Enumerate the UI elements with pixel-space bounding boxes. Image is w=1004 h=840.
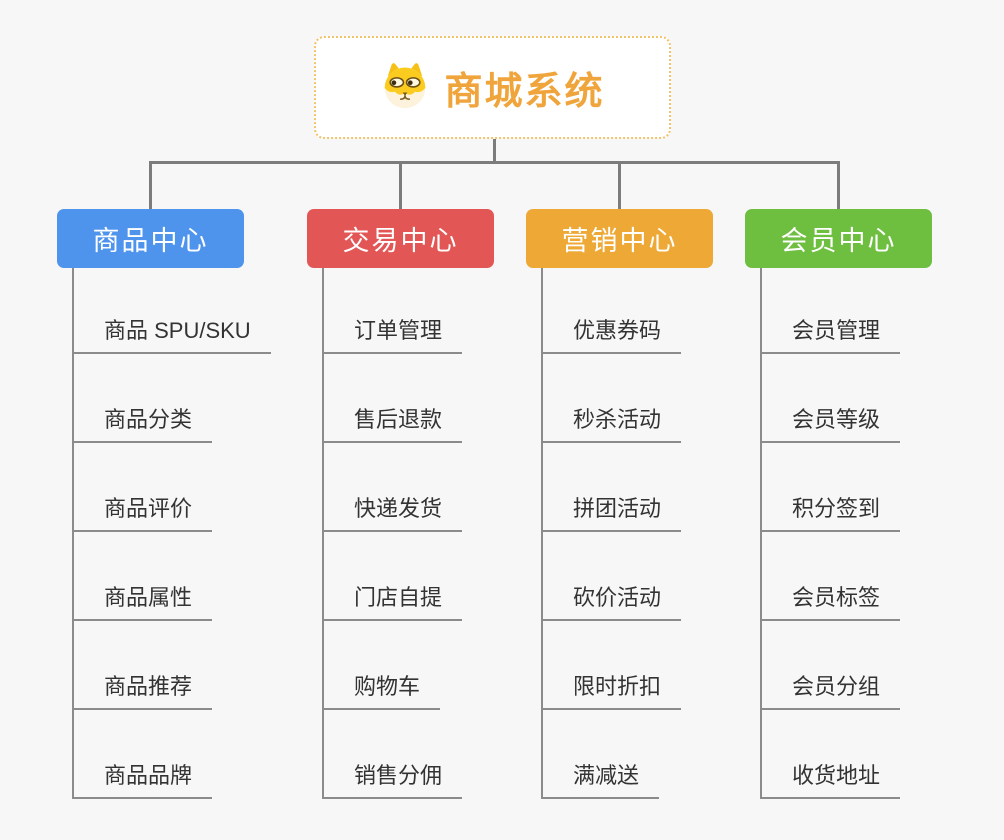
mindmap-item[interactable]: 优惠券码 [543, 268, 682, 354]
mindmap-item[interactable]: 积分签到 [762, 443, 901, 532]
branch-items: 优惠券码秒杀活动拼团活动砍价活动限时折扣满减送 [541, 268, 682, 799]
branch-items: 订单管理售后退款快递发货门店自提购物车销售分佣 [322, 268, 463, 799]
item-label: 满减送 [543, 758, 660, 799]
mindmap-item[interactable]: 门店自提 [324, 532, 463, 621]
item-label: 会员分组 [762, 669, 901, 710]
mindmap-item[interactable]: 拼团活动 [543, 443, 682, 532]
item-label: 会员等级 [762, 402, 901, 443]
mindmap-item[interactable]: 商品推荐 [74, 621, 271, 710]
mindmap-item[interactable]: 商品分类 [74, 354, 271, 443]
item-label: 门店自提 [324, 580, 463, 621]
branch-items: 商品 SPU/SKU 商品分类商品评价商品属性商品推荐商品品牌 [72, 268, 271, 799]
branch-1: 商品中心 商品 SPU/SKU 商品分类商品评价商品属性商品推荐商品品牌 [57, 209, 327, 799]
connector-drop-1 [149, 161, 152, 209]
mindmap-item[interactable]: 商品评价 [74, 443, 271, 532]
connector-drop-2 [399, 161, 402, 209]
branch-header-2[interactable]: 交易中心 [307, 209, 494, 268]
root-title: 商城系统 [444, 71, 605, 113]
branch-header-1[interactable]: 商品中心 [57, 209, 244, 268]
mindmap-item[interactable]: 会员等级 [762, 354, 901, 443]
branch-items: 会员管理会员等级积分签到会员标签会员分组收货地址 [760, 268, 901, 799]
mindmap-item[interactable]: 快递发货 [324, 443, 463, 532]
mindmap-item[interactable]: 商品属性 [74, 532, 271, 621]
connector-root-stub [493, 139, 496, 162]
connector-drop-3 [618, 161, 621, 209]
connector-horizontal [149, 161, 840, 164]
mindmap-item[interactable]: 秒杀活动 [543, 354, 682, 443]
item-label: 秒杀活动 [543, 402, 682, 443]
item-label: 商品 SPU/SKU [74, 313, 271, 354]
mindmap-item[interactable]: 会员分组 [762, 621, 901, 710]
mindmap-item[interactable]: 销售分佣 [324, 710, 463, 799]
item-label: 商品评价 [74, 491, 213, 532]
item-label: 会员标签 [762, 580, 901, 621]
mindmap-item[interactable]: 商品 SPU/SKU [74, 268, 271, 354]
item-label: 优惠券码 [543, 313, 682, 354]
mindmap-item[interactable]: 砍价活动 [543, 532, 682, 621]
mindmap-item[interactable]: 会员管理 [762, 268, 901, 354]
mindmap-item[interactable]: 购物车 [324, 621, 462, 710]
item-label: 砍价活动 [543, 580, 682, 621]
item-label: 购物车 [324, 669, 441, 710]
mindmap-item[interactable]: 会员标签 [762, 532, 901, 621]
mindmap-item[interactable]: 订单管理 [324, 268, 463, 354]
root-node[interactable]: 商城系统 [314, 36, 671, 139]
item-label: 售后退款 [324, 402, 463, 443]
item-label: 积分签到 [762, 491, 901, 532]
branch-2: 交易中心 订单管理售后退款快递发货门店自提购物车销售分佣 [307, 209, 577, 799]
mindmap-item[interactable]: 商品品牌 [74, 710, 271, 799]
item-label: 会员管理 [762, 313, 901, 354]
connector-drop-4 [837, 161, 840, 209]
item-label: 限时折扣 [543, 669, 682, 710]
mindmap-item[interactable]: 限时折扣 [543, 621, 682, 710]
item-label: 商品属性 [74, 580, 213, 621]
branch-header-4[interactable]: 会员中心 [745, 209, 932, 268]
branch-header-3[interactable]: 营销中心 [526, 209, 713, 268]
item-label: 销售分佣 [324, 758, 463, 799]
branch-3: 营销中心 优惠券码秒杀活动拼团活动砍价活动限时折扣满减送 [526, 209, 796, 799]
dog-face-icon [380, 62, 430, 114]
item-label: 快递发货 [324, 491, 463, 532]
item-label: 拼团活动 [543, 491, 682, 532]
mindmap-item[interactable]: 售后退款 [324, 354, 463, 443]
branch-4: 会员中心 会员管理会员等级积分签到会员标签会员分组收货地址 [745, 209, 1004, 799]
item-label: 收货地址 [762, 758, 901, 799]
item-label: 商品分类 [74, 402, 213, 443]
item-label: 订单管理 [324, 313, 463, 354]
mindmap-item[interactable]: 收货地址 [762, 710, 901, 799]
item-label: 商品品牌 [74, 758, 213, 799]
mindmap-item[interactable]: 满减送 [543, 710, 681, 799]
item-label: 商品推荐 [74, 669, 213, 710]
